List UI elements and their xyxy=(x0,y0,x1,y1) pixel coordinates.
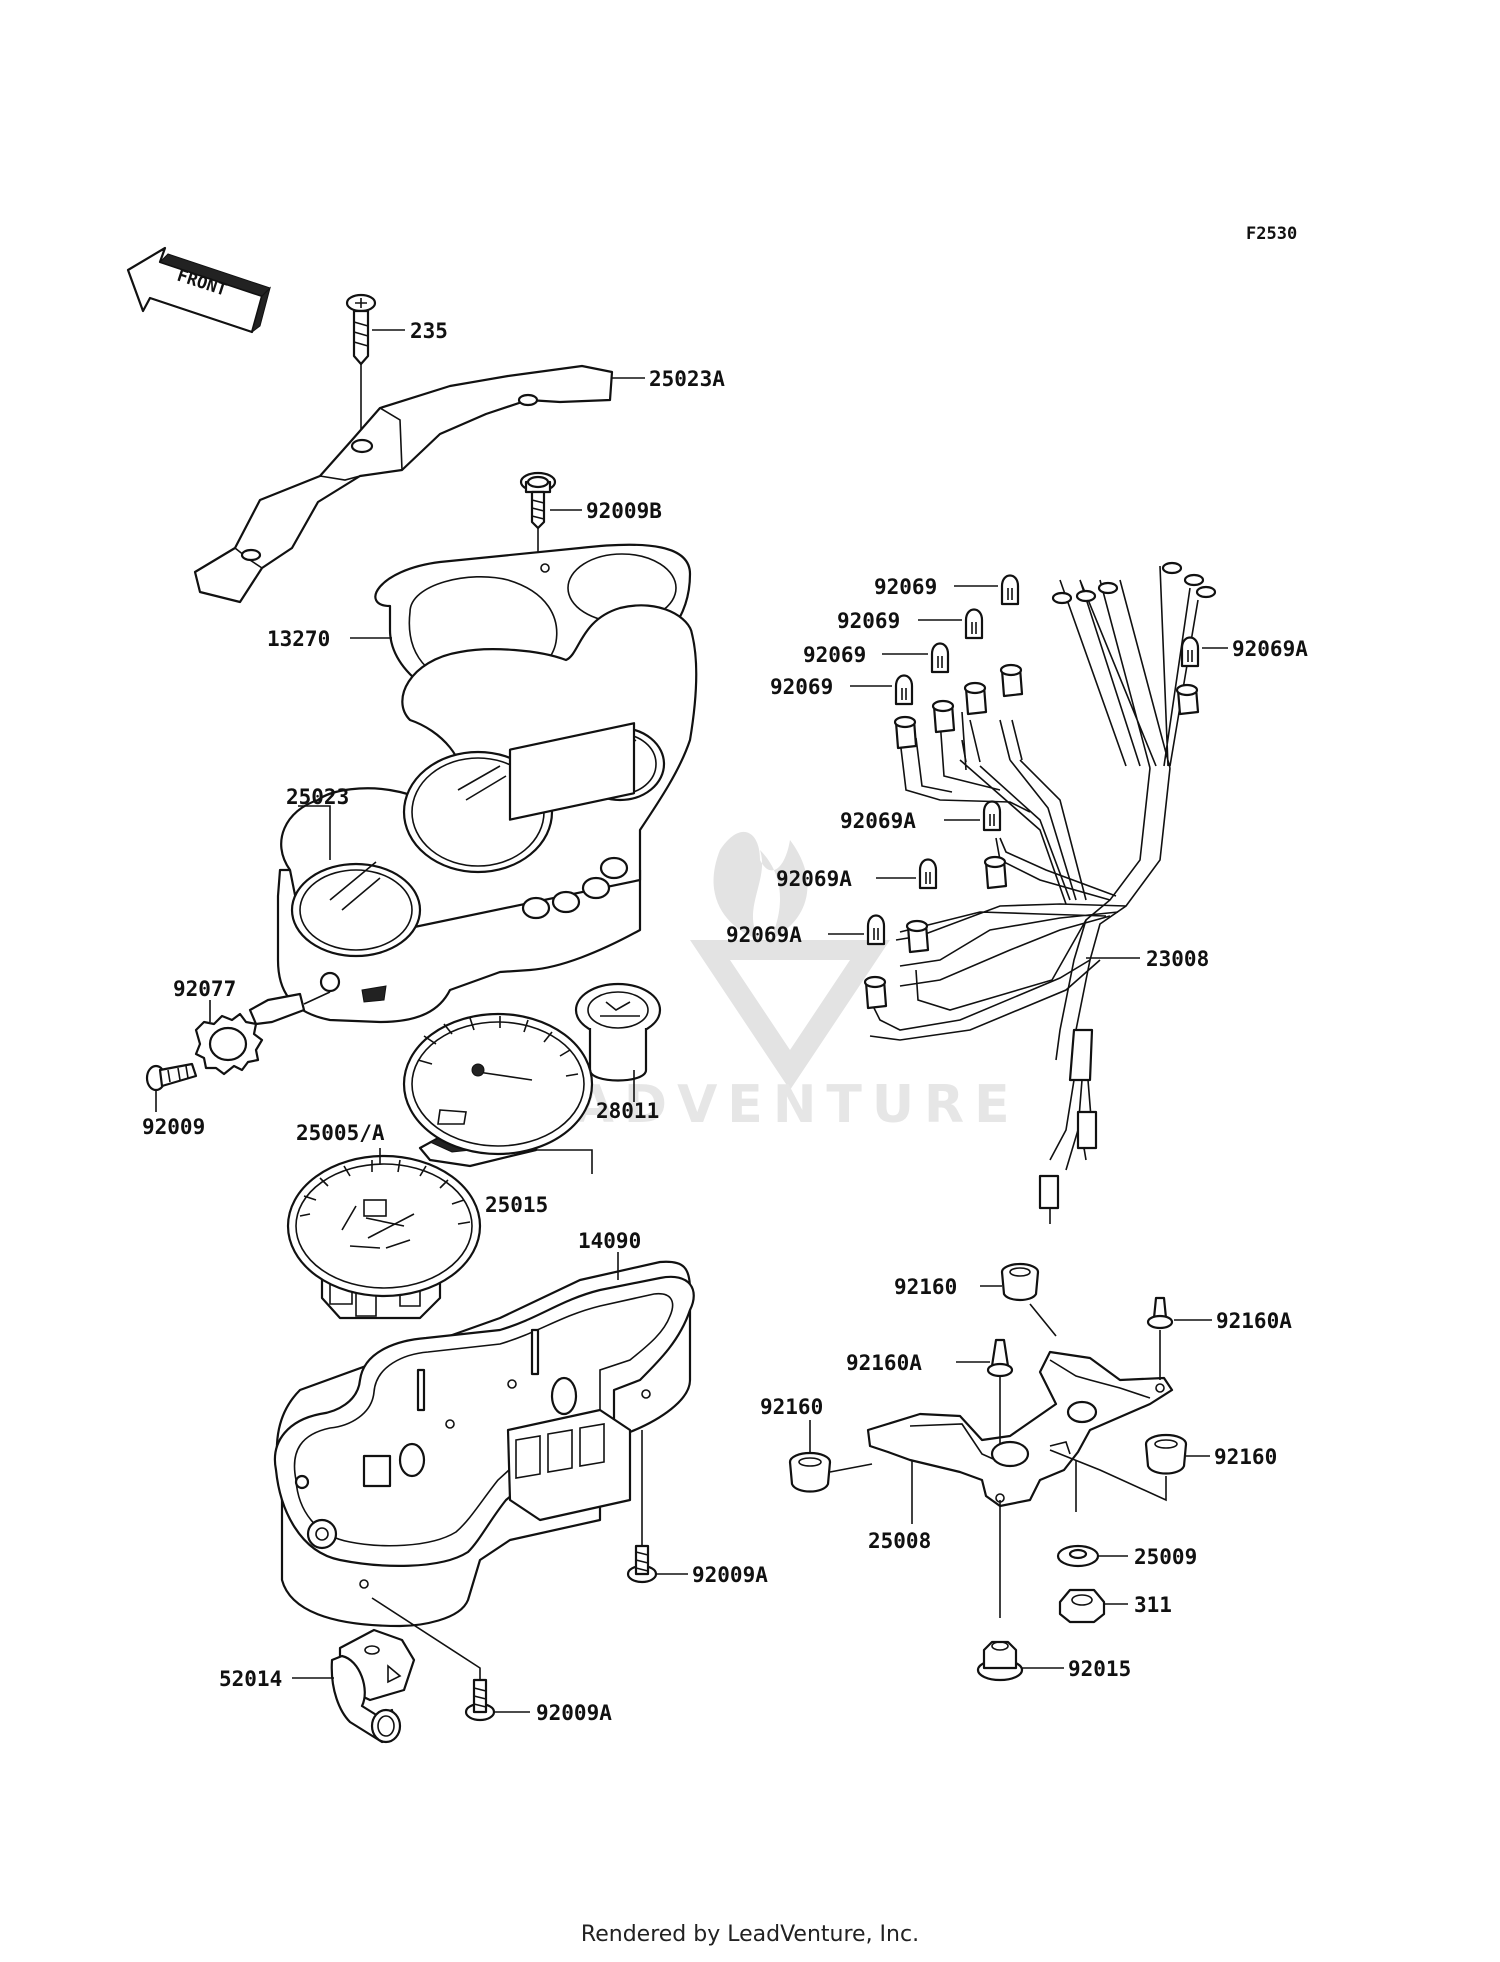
washer-25009-icon xyxy=(1056,1544,1100,1568)
label-14090: 14090 xyxy=(578,1229,641,1253)
lower-case-14090-icon xyxy=(273,1260,695,1628)
bulb-92069A-4-icon xyxy=(866,914,886,946)
bulb-92069-1-icon xyxy=(1000,574,1020,606)
meter-housing-25023-icon xyxy=(276,604,698,1024)
unit-28011-icon xyxy=(574,982,662,1082)
label-52014: 52014 xyxy=(219,1667,282,1691)
bulb-92069A-2-icon xyxy=(982,800,1002,832)
label-92009: 92009 xyxy=(142,1115,205,1139)
label-92077: 92077 xyxy=(173,977,236,1001)
bulb-92069A-1-icon xyxy=(1180,636,1200,668)
label-13270: 13270 xyxy=(267,627,330,651)
screw-92009A-right-icon xyxy=(626,1544,658,1584)
bulb-92069-3-icon xyxy=(930,642,950,674)
upper-cover-25023A-icon xyxy=(193,364,614,604)
grommet-92160-upper-icon xyxy=(1000,1262,1040,1302)
label-92069A-2: 92069A xyxy=(840,809,916,833)
label-92009A-right: 92009A xyxy=(692,1563,768,1587)
label-92009B: 92009B xyxy=(586,499,662,523)
label-92069A-3: 92069A xyxy=(776,867,852,891)
label-92069-1: 92069 xyxy=(874,575,937,599)
speedometer-25005A-icon xyxy=(286,1154,482,1320)
tachometer-25015-icon xyxy=(402,1012,594,1168)
bulb-92069A-3-icon xyxy=(918,858,938,890)
flange-nut-92015-icon xyxy=(976,1640,1024,1682)
label-92160-left: 92160 xyxy=(760,1395,823,1419)
label-92069-3: 92069 xyxy=(803,643,866,667)
grommet-92160-left-icon xyxy=(788,1451,832,1493)
label-25023: 25023 xyxy=(286,785,349,809)
screw-235-icon xyxy=(345,293,377,366)
label-92160A-right: 92160A xyxy=(1216,1309,1292,1333)
grommet-92160-right-icon xyxy=(1144,1433,1188,1475)
figure-code: F2530 xyxy=(1246,224,1297,244)
rubber-92160A-center-icon xyxy=(986,1338,1014,1378)
label-92009A-bottom: 92009A xyxy=(536,1701,612,1725)
label-92069A-1: 92069A xyxy=(1232,637,1308,661)
label-23008: 23008 xyxy=(1146,947,1209,971)
knob-92077-icon xyxy=(194,992,306,1076)
label-92015: 92015 xyxy=(1068,1657,1131,1681)
screw-92009A-bottom-icon xyxy=(464,1678,496,1722)
label-92069A-4: 92069A xyxy=(726,923,802,947)
bracket-52014-icon xyxy=(330,1628,416,1744)
screw-92009-icon xyxy=(145,1062,198,1092)
label-92069-2: 92069 xyxy=(837,609,900,633)
nut-311-icon xyxy=(1058,1588,1106,1624)
bulb-92069-4-icon xyxy=(894,674,914,706)
rubber-92160A-right-icon xyxy=(1146,1296,1174,1330)
label-25023A: 25023A xyxy=(649,367,725,391)
label-92160-right: 92160 xyxy=(1214,1445,1277,1469)
bracket-25008-icon xyxy=(866,1350,1174,1508)
bolt-92009B-icon xyxy=(519,471,557,530)
label-25005A: 25005/A xyxy=(296,1121,385,1145)
label-25009: 25009 xyxy=(1134,1545,1197,1569)
label-25015: 25015 xyxy=(485,1193,548,1217)
label-25008: 25008 xyxy=(868,1529,931,1553)
label-92160A-center: 92160A xyxy=(846,1351,922,1375)
label-92160-upper: 92160 xyxy=(894,1275,957,1299)
footer-credit: Rendered by LeadVenture, Inc. xyxy=(580,1922,920,1947)
front-arrow: FRONT xyxy=(126,246,271,334)
wiring-harness-23008-icon xyxy=(863,561,1217,1224)
label-235: 235 xyxy=(410,319,448,343)
label-92069-4: 92069 xyxy=(770,675,833,699)
label-311: 311 xyxy=(1134,1593,1172,1617)
bulb-92069-2-icon xyxy=(964,608,984,640)
label-28011: 28011 xyxy=(596,1099,659,1123)
